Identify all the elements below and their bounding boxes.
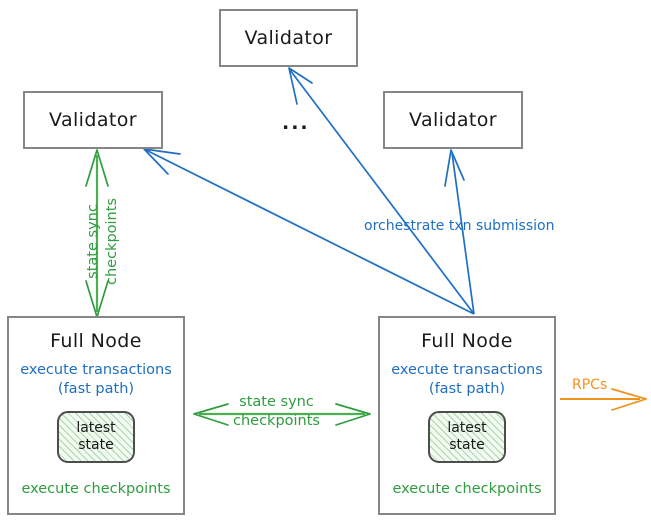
fullnode-right-latest-state-box[interactable]: latest state: [428, 411, 506, 464]
fullnode-right-title: Full Node: [421, 330, 513, 352]
label-state-sync-horizontal-line1: state sync: [239, 394, 314, 410]
fullnode-right-state-line1: latest: [447, 420, 487, 437]
validator-right-box[interactable]: Validator: [383, 91, 523, 149]
validator-left-label: Validator: [49, 109, 137, 131]
edge-rpcs-out: [560, 388, 647, 411]
edge-fullnode-right-validator-left: [143, 148, 475, 315]
fullnode-left-latest-state-box[interactable]: latest state: [57, 411, 135, 464]
edge-fullnode-left-validator-left: [85, 149, 109, 318]
edge-fullnode-right-validator-top: [288, 67, 475, 315]
fullnode-left-exec-line2: (fast path): [57, 381, 135, 398]
fullnode-left-state-line2: state: [78, 437, 114, 454]
validator-right-label: Validator: [409, 109, 497, 131]
fullnode-left-exec-line1: execute transactions: [20, 362, 172, 378]
label-state-sync-vertical: state sync checkpoints: [84, 198, 121, 285]
fullnode-right-exec: execute transactions (fast path): [391, 361, 543, 399]
label-state-sync-horizontal: state sync checkpoints: [233, 393, 320, 430]
label-state-sync-vertical-line2: checkpoints: [103, 198, 120, 285]
fullnode-left-exec: execute transactions (fast path): [20, 361, 172, 399]
validator-left-box[interactable]: Validator: [23, 91, 163, 149]
fullnode-left-box[interactable]: Full Node execute transactions (fast pat…: [7, 316, 185, 515]
fullnode-left-title: Full Node: [50, 330, 142, 352]
fullnode-right-exec-line1: execute transactions: [391, 362, 543, 378]
fullnode-right-checkpoints: execute checkpoints: [392, 481, 542, 498]
validators-ellipsis: ...: [282, 112, 310, 134]
fullnode-right-state-line2: state: [449, 437, 485, 454]
label-state-sync-horizontal-line2: checkpoints: [233, 412, 320, 429]
fullnode-right-box[interactable]: Full Node execute transactions (fast pat…: [378, 316, 556, 515]
label-state-sync-vertical-line1: state sync: [85, 204, 101, 279]
edge-fullnode-left-fullnode-right: [193, 403, 371, 426]
validator-top-label: Validator: [244, 27, 333, 49]
label-orchestrate-txn-submission: orchestrate txn submission: [364, 218, 555, 234]
fullnode-left-checkpoints: execute checkpoints: [21, 481, 171, 498]
fullnode-right-exec-line2: (fast path): [428, 381, 506, 398]
edge-fullnode-right-validator-right: [444, 149, 475, 315]
validator-top-box[interactable]: Validator: [219, 9, 358, 67]
label-rpcs: RPCs: [572, 377, 608, 393]
fullnode-left-state-line1: latest: [76, 420, 116, 437]
